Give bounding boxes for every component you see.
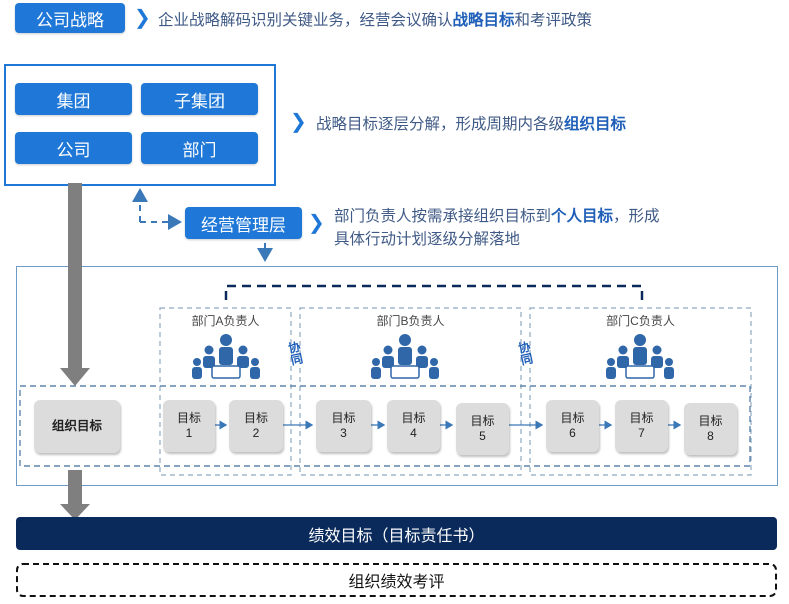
decompose-desc-text: 战略目标逐层分解，形成周期内各级 bbox=[316, 116, 565, 133]
chevron-right-icon: ❯ bbox=[290, 111, 307, 133]
goal-number: 4 bbox=[410, 426, 417, 440]
decompose-desc-bold: 组织目标 bbox=[564, 116, 627, 133]
goal-label: 目标 bbox=[629, 411, 654, 425]
org-level-subgroup[interactable]: 子集团 bbox=[141, 83, 258, 115]
goal-label: 目标 bbox=[176, 411, 201, 425]
org-level-department[interactable]: 部门 bbox=[141, 132, 258, 164]
department-a-label: 部门A负责人 bbox=[191, 314, 260, 328]
goal-number: 8 bbox=[707, 429, 714, 443]
goal-number: 1 bbox=[185, 426, 193, 440]
evaluation-label: 组织绩效考评 bbox=[348, 574, 445, 591]
org-goal-label: 组织目标 bbox=[51, 419, 102, 433]
goal-label: 目标 bbox=[470, 414, 495, 428]
strategy-description: 企业战略解码识别关键业务，经营会议确认战略目标和考评政策 bbox=[158, 8, 592, 30]
goal-label: 目标 bbox=[560, 411, 585, 425]
management-description: 部门负责人按需承接组织目标到个人目标，形成 具体行动计划逐级分解落地 bbox=[334, 205, 660, 251]
goal-number: 5 bbox=[479, 429, 486, 443]
management-desc-line2: 具体行动计划逐级分解落地 bbox=[334, 231, 521, 248]
strategy-desc-tail: 和考评政策 bbox=[514, 12, 593, 29]
management-button[interactable]: 经营管理层 bbox=[185, 207, 302, 239]
strategy-desc-bold: 战略目标 bbox=[452, 12, 515, 29]
goal-number: 2 bbox=[252, 426, 260, 440]
company-strategy-button[interactable]: 公司战略 bbox=[15, 3, 125, 33]
evaluation-bar[interactable]: 组织绩效考评 bbox=[16, 563, 777, 597]
chevron-right-icon: ❯ bbox=[134, 7, 151, 29]
goal-label: 目标 bbox=[401, 411, 426, 425]
department-container bbox=[16, 266, 778, 486]
performance-target-bar[interactable]: 绩效目标（目标责任书） bbox=[16, 517, 777, 550]
management-desc-text: 部门负责人按需承接组织目标到 bbox=[334, 208, 552, 225]
goal-number: 6 bbox=[569, 426, 576, 440]
management-desc-tail: ，形成 bbox=[613, 208, 660, 225]
org-level-group[interactable]: 集团 bbox=[15, 83, 132, 115]
goal-label: 目标 bbox=[243, 411, 268, 425]
org-level-company[interactable]: 公司 bbox=[15, 132, 132, 164]
goal-number: 7 bbox=[638, 426, 645, 440]
decompose-description: 战略目标逐层分解，形成周期内各级组织目标 bbox=[316, 112, 626, 134]
goal-label: 目标 bbox=[698, 414, 723, 428]
chevron-right-icon: ❯ bbox=[308, 212, 325, 234]
performance-target-label: 绩效目标（目标责任书） bbox=[308, 527, 485, 545]
department-b-label: 部门B负责人 bbox=[376, 314, 445, 328]
goal-label: 目标 bbox=[331, 411, 356, 425]
department-c-label: 部门C负责人 bbox=[606, 314, 675, 328]
management-desc-bold: 个人目标 bbox=[551, 208, 614, 225]
org-goal-box[interactable]: 组织目标 bbox=[34, 400, 120, 453]
strategy-desc-text: 企业战略解码识别关键业务，经营会议确认 bbox=[158, 12, 453, 29]
goal-number: 3 bbox=[340, 426, 347, 440]
